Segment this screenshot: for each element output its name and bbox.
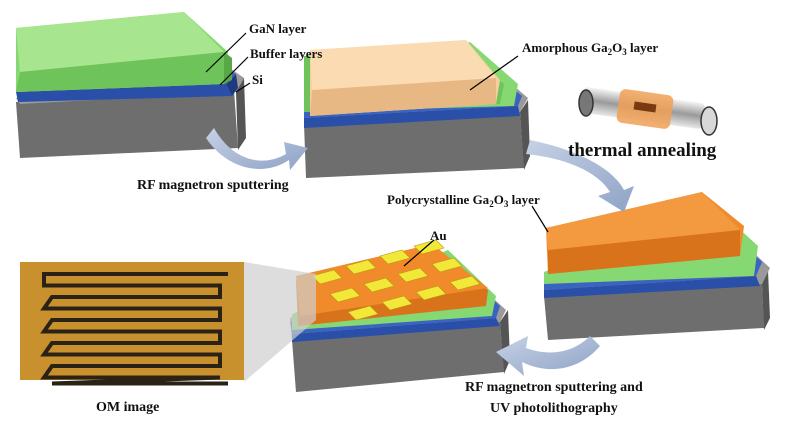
wafer-au-electrodes	[290, 244, 510, 392]
label-rf-sputtering: RF magnetron sputtering	[137, 178, 289, 193]
wafer-amorphous-stack	[304, 40, 530, 178]
au-pad	[431, 257, 463, 273]
au-pad	[345, 259, 377, 275]
au-pad	[363, 277, 395, 293]
au-pad	[449, 275, 481, 291]
arrow-photolithography	[496, 336, 600, 376]
label-om-image: OM image	[96, 400, 159, 415]
wafer-polycrystalline-stack	[544, 192, 770, 340]
label-thermal-annealing: thermal annealing	[568, 140, 717, 161]
au-pad	[415, 285, 447, 301]
au-pad	[347, 305, 379, 321]
label-amorphous-ga2o3: Amorphous Ga2O3 layer	[522, 40, 658, 57]
au-pad	[381, 295, 413, 311]
label-buffer-layers: Buffer layers	[250, 46, 322, 61]
label-si: Si	[252, 72, 263, 87]
label-gan-layer: GaN layer	[249, 21, 307, 36]
arrow-thermal-annealing	[526, 140, 634, 212]
leader-lines	[205, 32, 549, 267]
arrow-rf-sputtering	[206, 128, 308, 170]
au-pad	[329, 287, 361, 303]
au-pad	[311, 269, 343, 285]
au-pad	[379, 249, 411, 265]
label-rf-sputtering-uv-line2: UV photolithography	[490, 401, 618, 416]
au-pad	[397, 267, 429, 283]
au-pad-array	[311, 239, 481, 321]
wafer-gan-stack	[16, 12, 246, 158]
om-image-inset	[20, 262, 316, 386]
label-polycrystalline-ga2o3: Polycrystalline Ga2O3 layer	[387, 192, 540, 209]
label-rf-sputtering-uv-line1: RF magnetron sputtering and	[465, 380, 643, 395]
label-au: Au	[430, 228, 447, 243]
annealing-furnace-icon	[578, 87, 718, 136]
